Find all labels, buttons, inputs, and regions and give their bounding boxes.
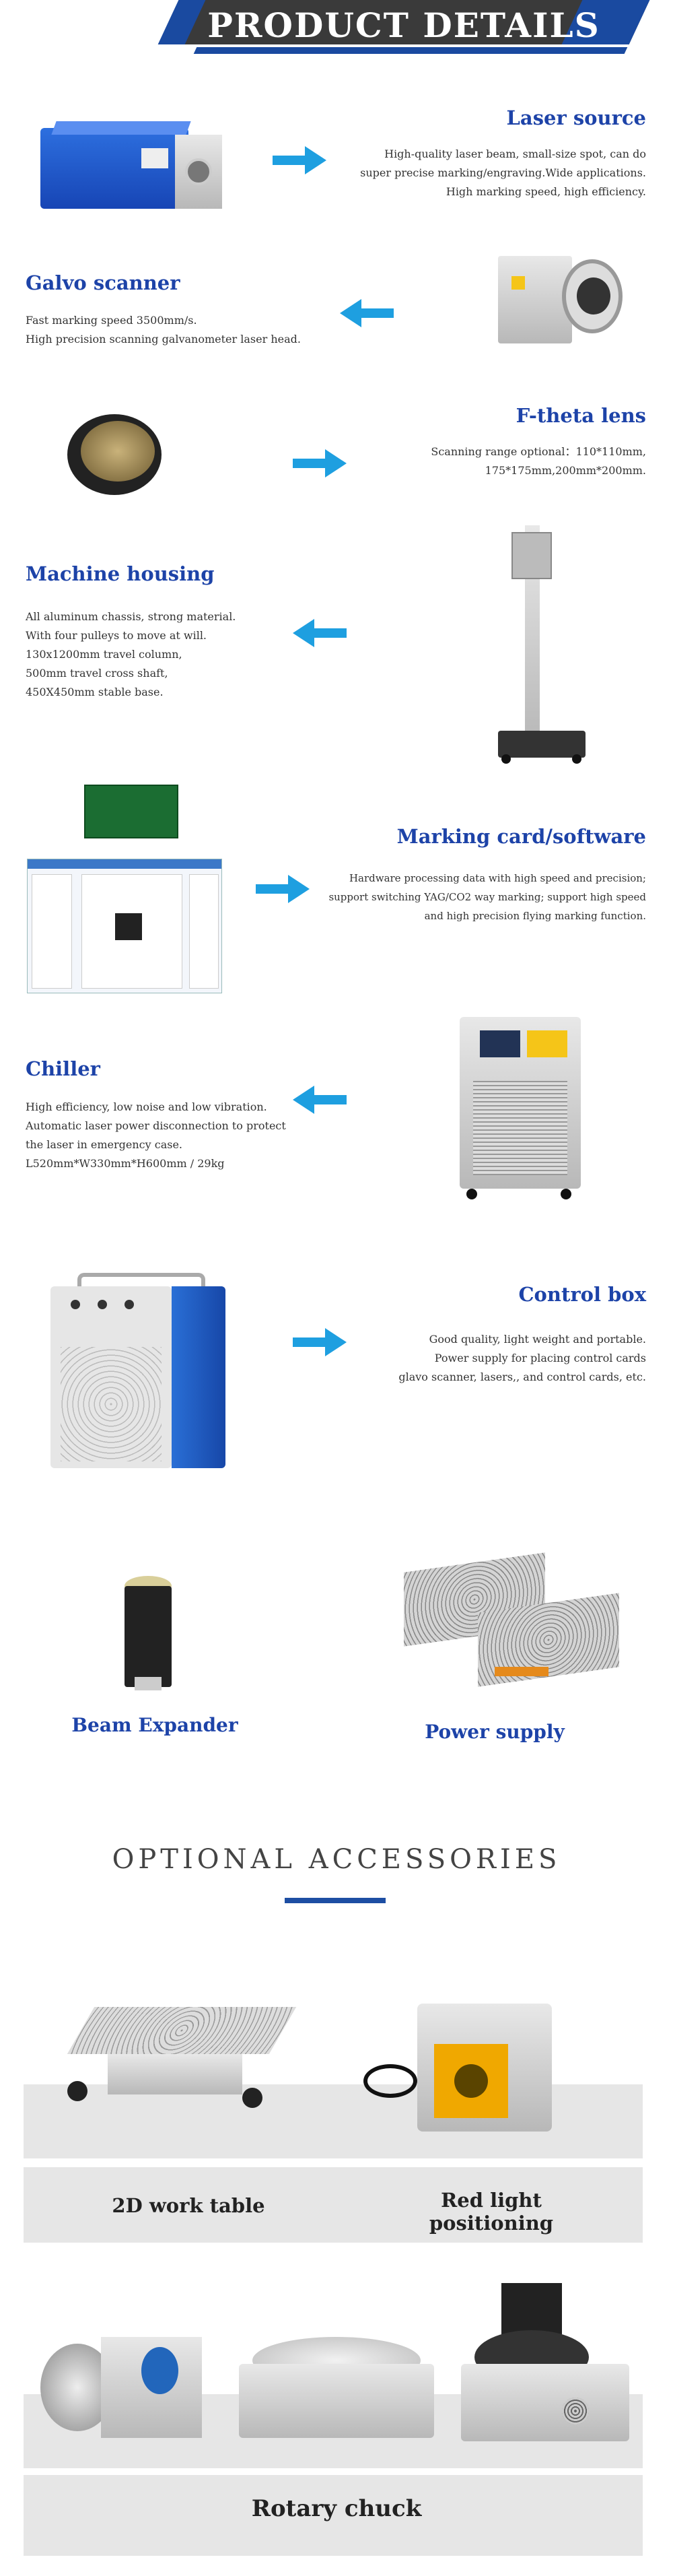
red-light-label: Red light positioning [429,2189,554,2235]
section-desc-galvo-scanner: Fast marking speed 3500mm/s. High precis… [26,314,301,345]
work-table-image [67,2000,297,2128]
chiller-image [460,1017,584,1206]
machine-housing-image [498,512,599,768]
rotary-chuck-image-1 [40,2330,209,2445]
section-desc-control-box: Good quality, light weight and portable.… [398,1333,646,1383]
section-title-machine-housing: Machine housing [26,562,215,585]
section-desc-chiller: High efficiency, low noise and low vibra… [26,1100,286,1170]
section-desc-laser-source: High-quality laser beam, small-size spot… [360,147,646,198]
arrow-left-icon [340,299,394,327]
control-box-image [50,1266,225,1482]
section-title-chiller: Chiller [26,1057,100,1080]
laser-source-image [40,121,222,222]
power-supply-image [404,1552,619,1690]
section-desc-marking-card: Hardware processing data with high speed… [328,872,646,922]
beam-expander-image [118,1576,178,1694]
section-title-control-box: Control box [518,1283,646,1306]
red-light-image [363,1990,565,2145]
section-title-galvo-scanner: Galvo scanner [26,271,180,294]
work-table-label: 2D work table [112,2194,265,2217]
accessories-title-underline [285,1898,386,1903]
accessories-band-bottom [24,2167,643,2243]
section-title-marking-card: Marking card/software [396,825,646,848]
section-title-f-theta-lens: F-theta lens [516,404,646,427]
power-supply-label: Power supply [425,1721,565,1743]
arrow-right-icon [273,146,326,174]
section-desc-f-theta-lens: Scanning range optional：110*110mm, 175*1… [431,445,646,477]
header-banner: PRODUCT DETAILS [157,0,650,55]
arrow-right-icon [256,875,310,903]
rotary-band-bottom [24,2475,643,2556]
rotary-chuck-image-2 [239,2337,434,2445]
arrow-left-icon [293,619,347,647]
marking-card-image [84,785,178,838]
arrow-right-icon [293,1328,347,1356]
rotary-chuck-image-3 [461,2283,636,2445]
arrow-left-icon [293,1086,347,1114]
page-title: PRODUCT DETAILS [207,5,600,45]
arrow-right-icon [293,449,347,477]
galvo-scanner-image [498,249,626,350]
accessories-title: OPTIONAL ACCESSORIES [112,1844,561,1875]
marking-software-image [27,859,222,993]
section-desc-machine-housing: All aluminum chassis, strong material. W… [26,610,236,698]
rotary-chuck-label: Rotary chuck [251,2495,422,2522]
f-theta-lens-image [67,401,168,502]
beam-expander-label: Beam Expander [71,1714,238,1736]
section-title-laser-source: Laser source [506,106,646,129]
